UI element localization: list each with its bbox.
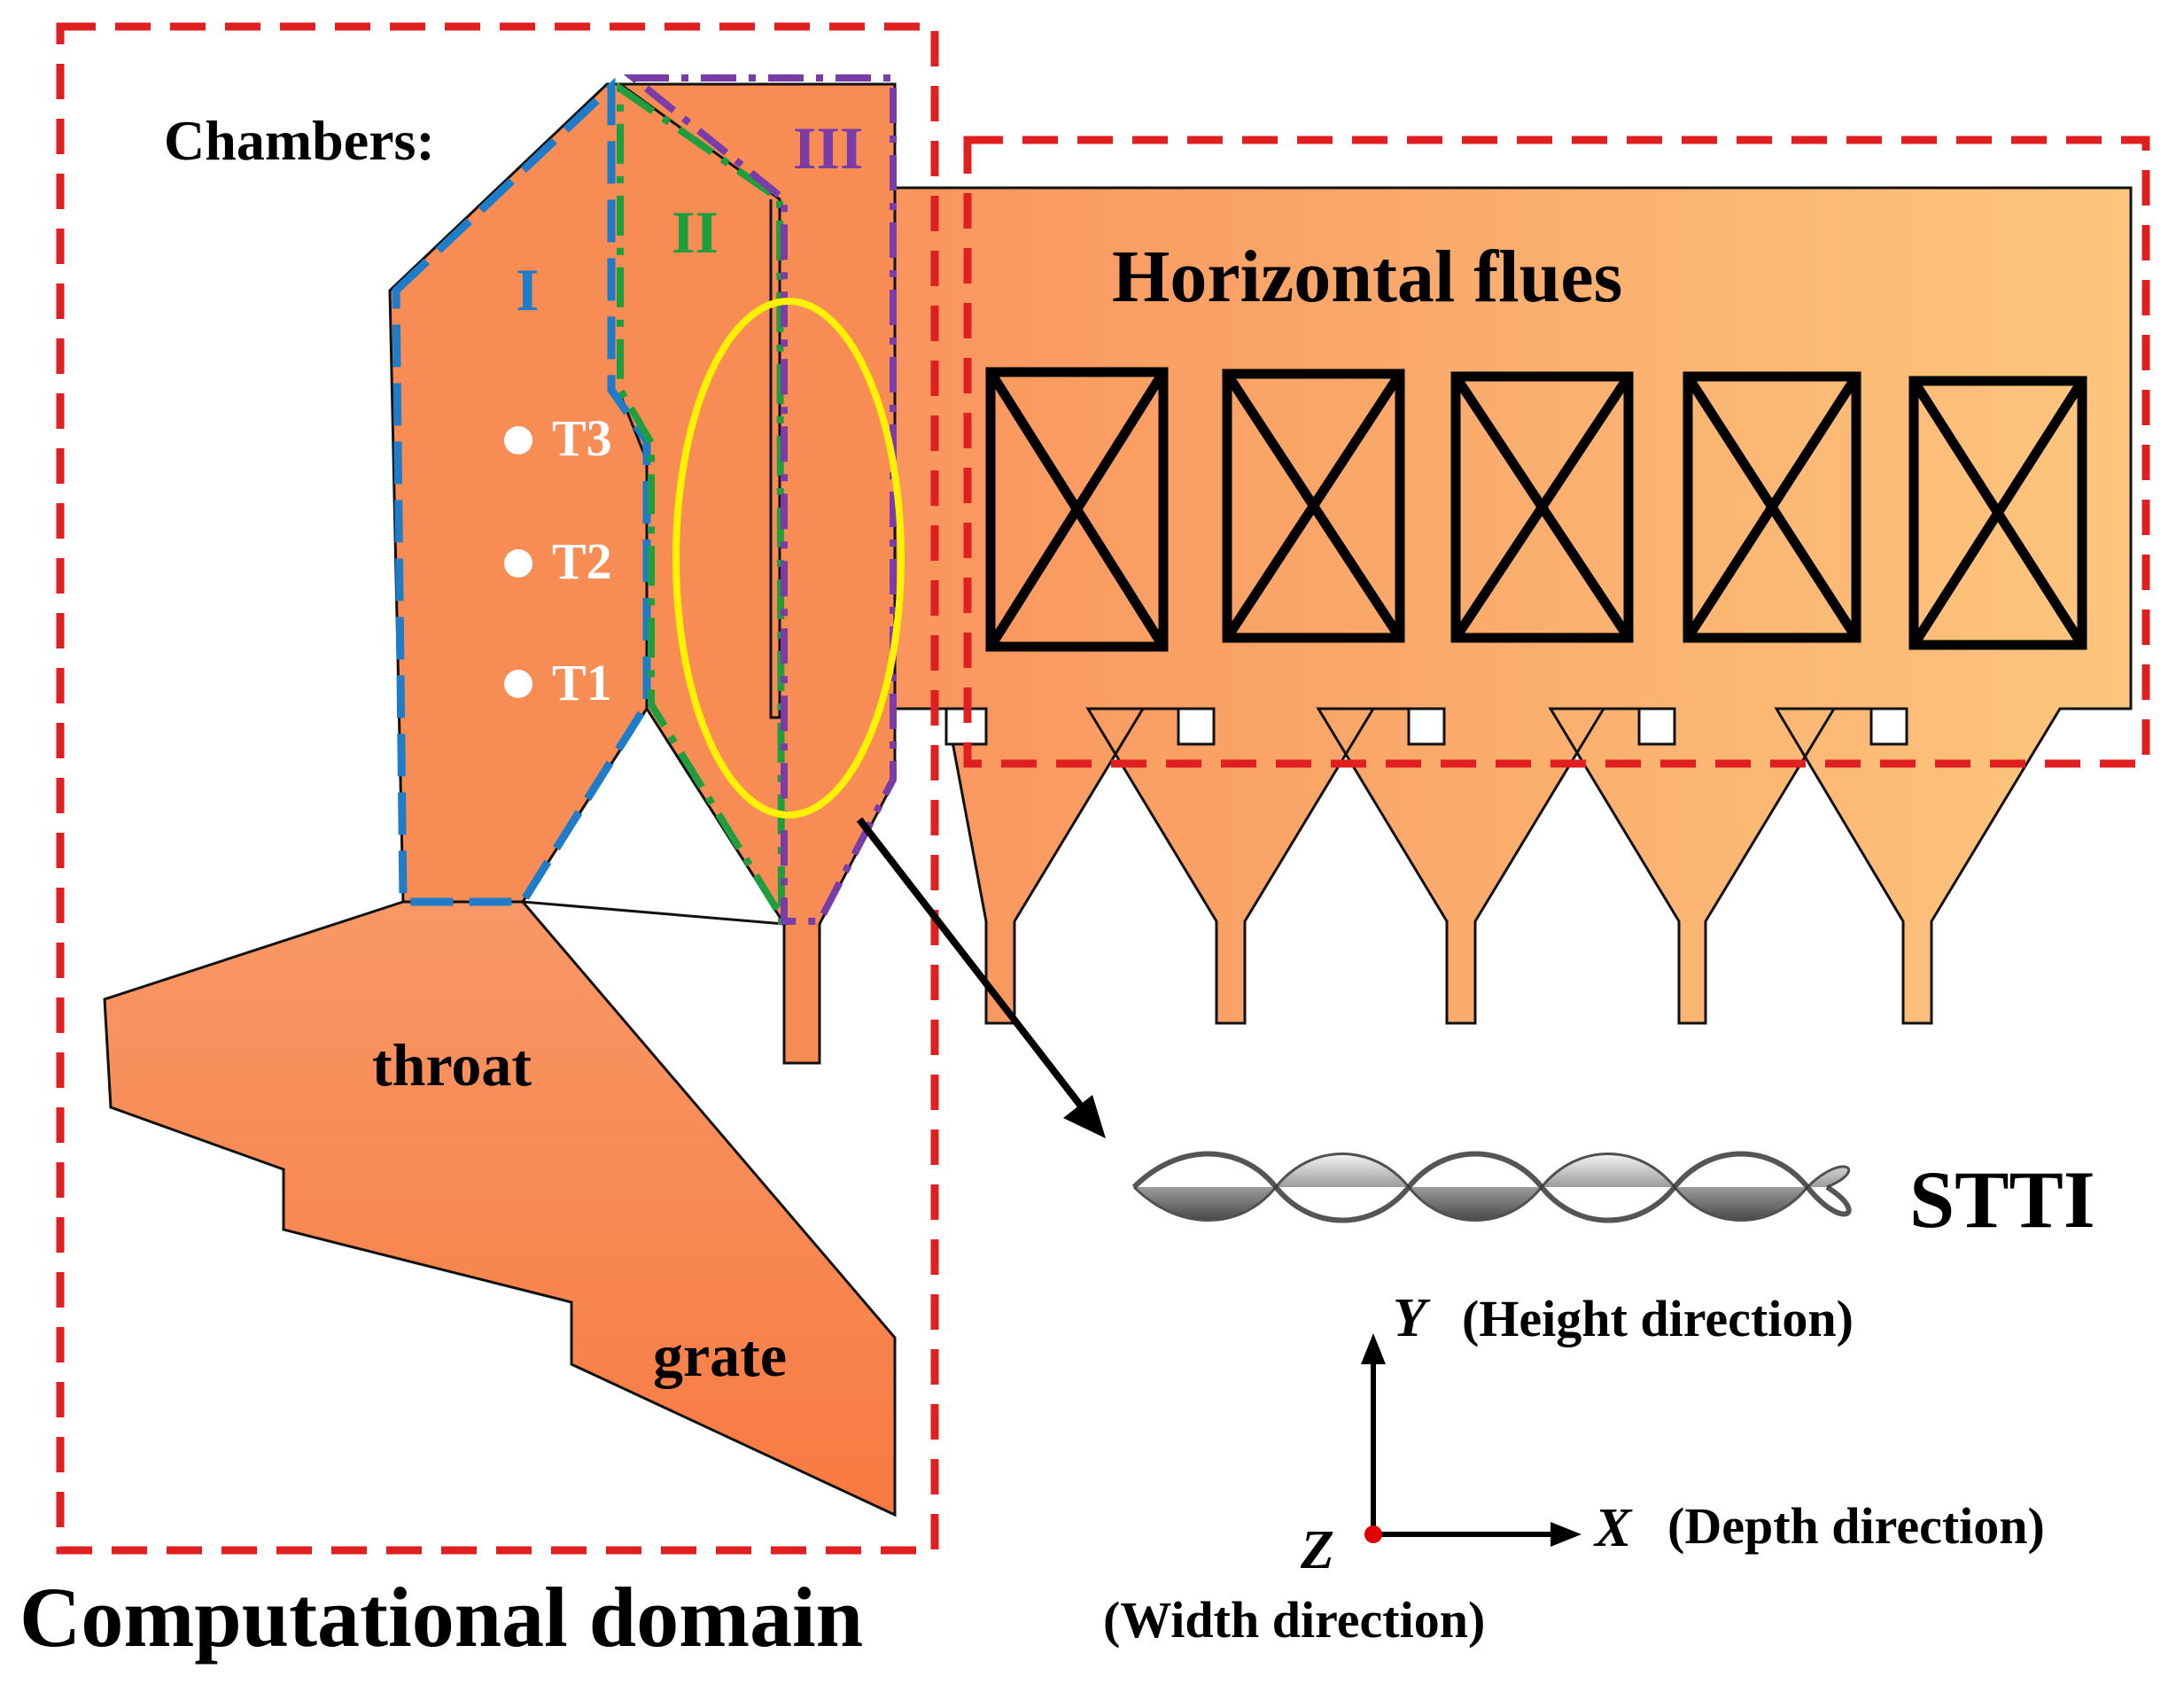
horizontal-flues-label: Horizontal flues [1112, 236, 1622, 318]
grate-label: grate [653, 1322, 787, 1389]
axis-x-description: (Depth direction) [1667, 1497, 2045, 1555]
hopper-gaps [944, 707, 1908, 746]
point-t3-dot [504, 426, 532, 454]
axis-z-label: Z [1300, 1520, 1334, 1580]
computational-domain-label: Computational domain [19, 1570, 863, 1665]
computational-domain-box-right [963, 136, 2150, 768]
crossed-box-icon [1683, 371, 1861, 643]
chamber-gap [520, 706, 787, 926]
point-t1-label: T1 [552, 654, 612, 711]
throat-label: throat [372, 1031, 532, 1098]
pointer-arrow-line [856, 817, 1089, 1114]
twisted-tube-icon [1131, 1151, 1852, 1223]
axis-x-label: X [1593, 1498, 1633, 1558]
chambers-label: Chambers: [164, 109, 435, 172]
crossed-box-icon [1450, 371, 1634, 643]
chamber-2-outline [617, 82, 791, 925]
computational-domain-box-left [56, 22, 939, 1555]
point-t1-dot [504, 670, 532, 698]
point-t2-dot [504, 549, 532, 578]
stti-label: STTI [1909, 1154, 2095, 1245]
chamber-1-label: I [516, 256, 539, 323]
pointer-arrowhead [1063, 1095, 1106, 1138]
chamber-3-label: III [793, 114, 863, 182]
heat-exchangers [985, 367, 2087, 652]
y-axis-arrowhead [1361, 1333, 1386, 1364]
grate-section [103, 900, 897, 1518]
chamber-1-outline [392, 77, 651, 906]
crossed-box-icon [1908, 376, 2087, 650]
axis-z-description: (Width direction) [1103, 1591, 1485, 1649]
point-t2-label: T2 [552, 532, 612, 590]
origin-dot [1364, 1525, 1382, 1543]
crossed-box-icon [1222, 369, 1405, 643]
chamber-2-label: II [672, 198, 719, 266]
axis-y-label: Y [1393, 1288, 1431, 1348]
point-t3-label: T3 [552, 409, 612, 467]
horizontal-flue-body [893, 186, 2133, 1025]
stti-region-highlight [672, 298, 905, 819]
x-axis-arrowhead [1551, 1522, 1582, 1547]
axis-y-description: (Height direction) [1462, 1290, 1854, 1347]
crossed-box-icon [985, 367, 1169, 652]
